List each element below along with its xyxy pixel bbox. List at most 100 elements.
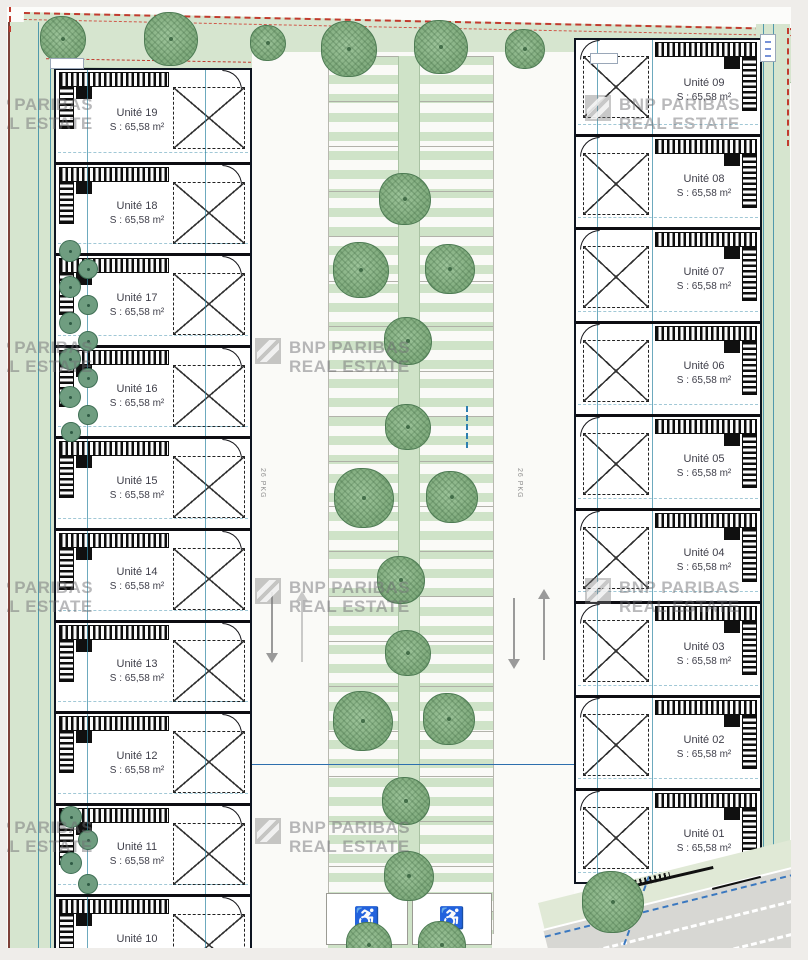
grid-line <box>578 404 758 406</box>
tree <box>426 471 478 523</box>
grid-line <box>205 439 206 528</box>
unit-area: S : 65,58 m² <box>109 489 165 501</box>
unit-area: S : 65,58 m² <box>676 374 732 386</box>
door-arc-icon <box>580 791 600 812</box>
grid-line <box>652 791 653 882</box>
skylight-xbox <box>583 246 649 309</box>
tree <box>384 851 434 901</box>
door-arc-icon <box>222 439 242 460</box>
page-margin <box>0 0 808 7</box>
tree <box>250 25 286 61</box>
door-arc-icon <box>580 697 600 718</box>
door-arc-icon <box>580 323 600 344</box>
door-arc-icon <box>580 136 600 157</box>
west-green-band <box>8 22 56 948</box>
unit-area: S : 65,58 m² <box>109 215 165 227</box>
dimension-label <box>590 53 618 64</box>
unit-area: S : 65,58 m² <box>676 842 732 854</box>
door-arc-icon <box>580 417 600 438</box>
grid-line <box>205 347 206 437</box>
grid-line <box>597 510 598 602</box>
grid-line <box>652 230 653 321</box>
unit-name: Unité 01 <box>683 827 725 840</box>
stair-hatch <box>742 714 757 769</box>
unit-area: S : 65,58 m² <box>109 398 165 410</box>
door-arc-icon <box>222 897 242 918</box>
unit: Unité 03 S : 65,58 m² <box>576 601 760 695</box>
shrub <box>78 259 98 279</box>
door-arc-icon <box>580 230 600 251</box>
unit-area: S : 65,58 m² <box>109 581 165 593</box>
unit-name: Unité 10 <box>116 932 158 945</box>
utility-line-blue <box>466 406 468 448</box>
unit: Unité 14 S : 65,58 m² <box>56 527 250 620</box>
core-block <box>76 87 92 99</box>
skylight-xbox <box>583 433 649 496</box>
grid-line <box>597 136 598 228</box>
unit-area: S : 65,58 m² <box>109 121 165 133</box>
core-block <box>724 434 740 447</box>
stair-hatch <box>59 731 74 774</box>
tree <box>414 20 468 74</box>
skylight-xbox <box>173 364 245 427</box>
stair-hatch <box>59 181 74 224</box>
core-block <box>724 808 740 821</box>
unit-area: S : 65,58 m² <box>109 856 165 868</box>
shrub <box>59 312 81 334</box>
unit-area: S : 65,58 m² <box>676 281 732 293</box>
grid-line <box>578 778 758 780</box>
core-block <box>724 714 740 727</box>
unit: Unité 06 S : 65,58 m² <box>576 320 760 415</box>
stair-hatch <box>655 419 757 435</box>
tree <box>385 630 431 676</box>
grid-line <box>578 497 758 499</box>
grid-line <box>652 136 653 228</box>
unit-area: S : 65,58 m² <box>676 655 732 667</box>
grid-line <box>87 439 88 528</box>
unit-name: Unité 11 <box>116 841 158 854</box>
grid-line <box>58 884 248 886</box>
tree <box>40 16 86 62</box>
shrub <box>59 240 81 262</box>
grid-line <box>58 426 248 428</box>
grid-line <box>597 230 598 321</box>
unit: Unité 16 S : 65,58 m² <box>56 344 250 437</box>
unit-name: Unité 02 <box>683 734 725 747</box>
core-block <box>76 731 92 744</box>
unit-name: Unité 13 <box>116 658 158 670</box>
stair-hatch <box>655 42 757 57</box>
core-block <box>76 456 92 469</box>
skylight-xbox <box>173 456 245 519</box>
stair-hatch <box>742 340 757 395</box>
stair-hatch <box>655 325 757 341</box>
grid-line <box>205 70 206 162</box>
grid-line <box>87 897 88 960</box>
unit-name: Unité 18 <box>116 200 158 213</box>
stair-hatch <box>59 547 74 590</box>
skylight-xbox <box>173 273 245 336</box>
stair-hatch <box>59 899 169 915</box>
stair-hatch <box>655 699 757 715</box>
central-path <box>398 56 420 934</box>
boundary-line-red <box>787 28 789 146</box>
skylight-xbox <box>583 339 649 402</box>
stair-hatch <box>59 716 169 732</box>
grid-line <box>87 805 88 895</box>
parking-count-label: 26 PKG <box>259 468 266 499</box>
circulation-arrow-up <box>296 591 308 662</box>
unit: Unité 12 S : 65,58 m² <box>56 711 250 803</box>
tree <box>321 21 377 77</box>
unit-area: S : 65,58 m² <box>109 306 165 318</box>
unit-name: Unité 04 <box>683 546 725 559</box>
stair-hatch <box>59 639 74 682</box>
grid-line <box>87 622 88 712</box>
grid-line <box>597 604 598 695</box>
grid-line <box>652 697 653 789</box>
grid-line <box>652 417 653 508</box>
tree <box>582 871 644 933</box>
utility-line-blue <box>230 764 575 765</box>
grid-line <box>58 517 248 519</box>
skylight-xbox <box>173 822 245 885</box>
core-block <box>76 547 92 560</box>
